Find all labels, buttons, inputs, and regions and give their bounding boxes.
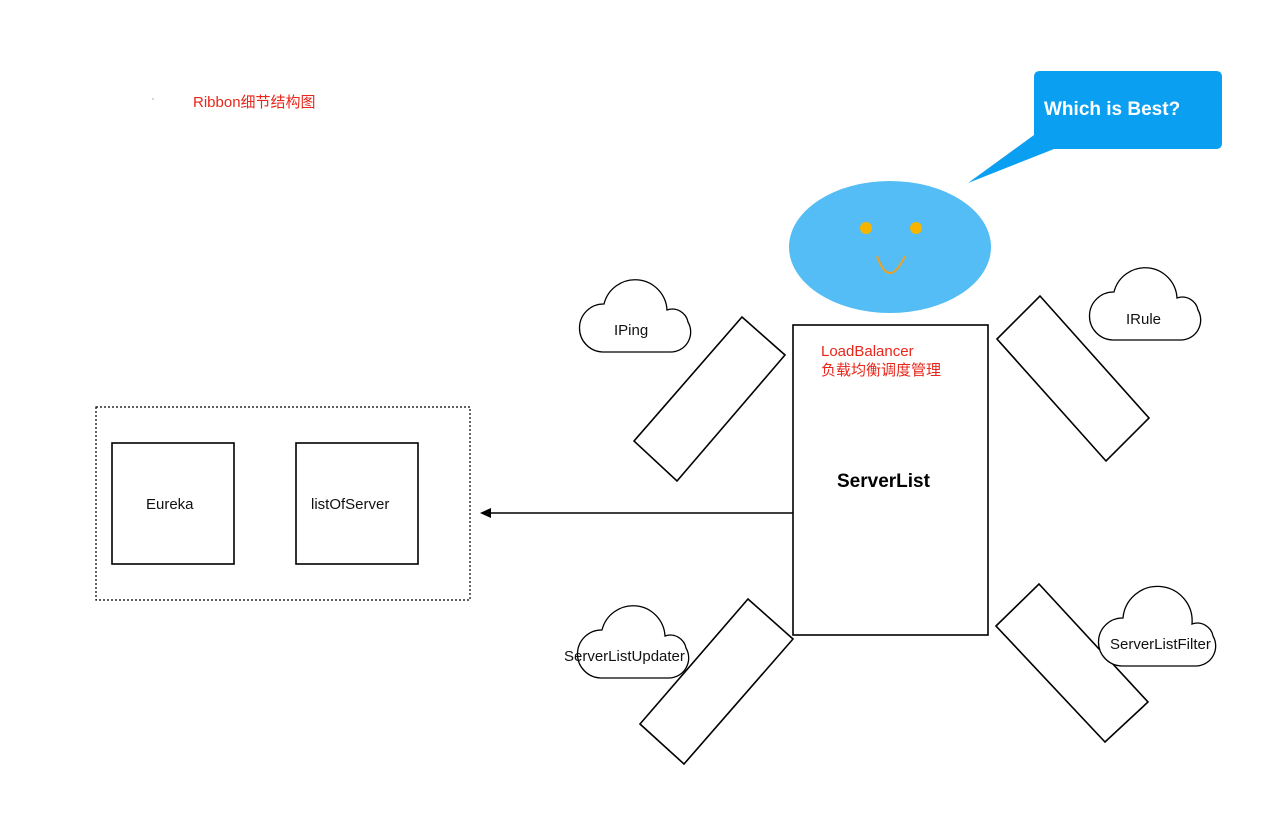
cloud-updater-label: ServerListUpdater [564, 648, 685, 665]
load-balancer-subtitle: 负载均衡调度管理 [821, 362, 942, 379]
left-eye [860, 222, 872, 234]
cloud-filter-shape [1097, 585, 1217, 667]
limb-top-left [632, 315, 787, 483]
dotted-group-frame [95, 406, 471, 601]
eureka-label: Eureka [146, 496, 194, 513]
list-of-server-box [295, 442, 419, 565]
speck-mark [152, 98, 154, 100]
cloud-irule-label: IRule [1126, 311, 1162, 328]
cloud-filter-label: ServerListFilter [1110, 636, 1211, 653]
cloud-iping-shape [578, 279, 692, 353]
load-balancer-box [792, 324, 989, 636]
list-of-server-label: listOfServer [311, 496, 390, 513]
eureka-box [111, 442, 235, 565]
server-list-label: ServerList [837, 471, 930, 492]
arrow-head [480, 508, 491, 518]
speech-bubble-text: Which is Best? [1044, 99, 1181, 120]
cloud-irule-shape [1088, 267, 1202, 341]
smile-mouth [876, 255, 906, 274]
cloud-updater-shape [576, 605, 690, 679]
right-eye [910, 222, 922, 234]
limb-bottom-left [638, 597, 795, 766]
cloud-iping-label: IPing [614, 322, 649, 339]
load-balancer-title: LoadBalancer [821, 343, 914, 360]
diagram-title: Ribbon细节结构图 [193, 94, 316, 111]
limb-top-right [995, 294, 1151, 463]
speech-bubble-shape [968, 71, 1222, 183]
limb-bottom-right [994, 582, 1150, 744]
face-head [789, 181, 991, 313]
